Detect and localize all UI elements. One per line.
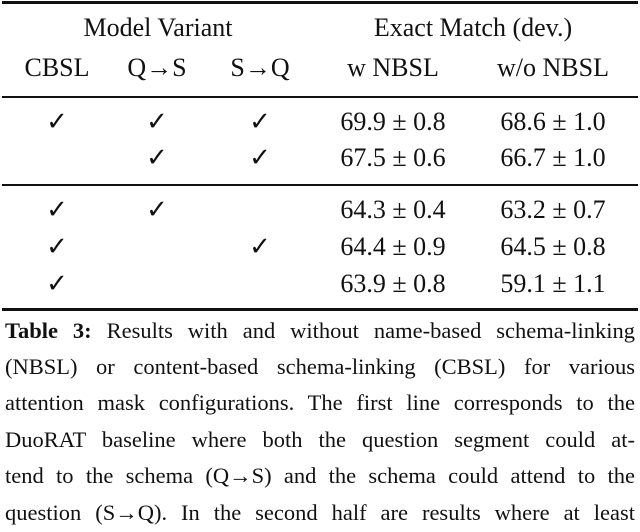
cell-s-to-q: ✓ [249,232,271,261]
col-header-cbsl: CBSL [24,53,90,82]
col-header-q-to-s: Q→S [127,53,187,82]
cell-s-to-q: ✓ [249,107,271,136]
cell-q-to-s: ✓ [146,143,168,172]
header-rule [2,96,638,98]
cell-cbsl: ✓ [46,195,68,224]
caption-line: question (S→Q). In the second half are r… [5,500,635,525]
cell-w-nbsl: 64.4 ± 0.9 [340,232,446,261]
header-model-variant: Model Variant [83,13,233,42]
cell-w-nbsl: 64.3 ± 0.4 [340,195,446,224]
cell-wo-nbsl: 66.7 ± 1.0 [500,143,606,172]
caption-text: Results with and without name-based sche… [91,318,635,343]
caption-line: attention mask configurations. The first… [5,390,635,415]
cell-cbsl: ✓ [46,269,68,298]
caption-line: tend to the schema (Q→S) and the schema … [5,463,635,488]
cell-w-nbsl: 63.9 ± 0.8 [340,269,446,298]
header-exact-match: Exact Match (dev.) [373,13,573,42]
cell-wo-nbsl: 59.1 ± 1.1 [500,269,606,298]
cell-w-nbsl: 67.5 ± 0.6 [340,143,446,172]
caption-line: DuoRAT baseline where both the question … [5,427,635,452]
bottom-rule [2,308,638,311]
cell-q-to-s: ✓ [146,107,168,136]
caption-line: Table 3: Results with and without name-b… [5,316,635,346]
col-header-w-nbsl: w NBSL [347,53,439,82]
cell-w-nbsl: 69.9 ± 0.8 [340,107,446,136]
col-header-s-to-q: S→Q [230,53,290,82]
cell-q-to-s: ✓ [146,195,168,224]
cell-wo-nbsl: 68.6 ± 1.0 [500,107,606,136]
caption-label: Table 3: [5,318,92,343]
caption-line: (NBSL) or content-based schema-linking (… [5,354,635,379]
top-rule [2,1,638,4]
mid-rule [2,184,638,186]
col-header-wo-nbsl: w/o NBSL [497,53,609,82]
cell-wo-nbsl: 63.2 ± 0.7 [500,195,606,224]
cell-cbsl: ✓ [46,232,68,261]
cell-wo-nbsl: 64.5 ± 0.8 [500,232,606,261]
cell-cbsl: ✓ [46,107,68,136]
cell-s-to-q: ✓ [249,143,271,172]
